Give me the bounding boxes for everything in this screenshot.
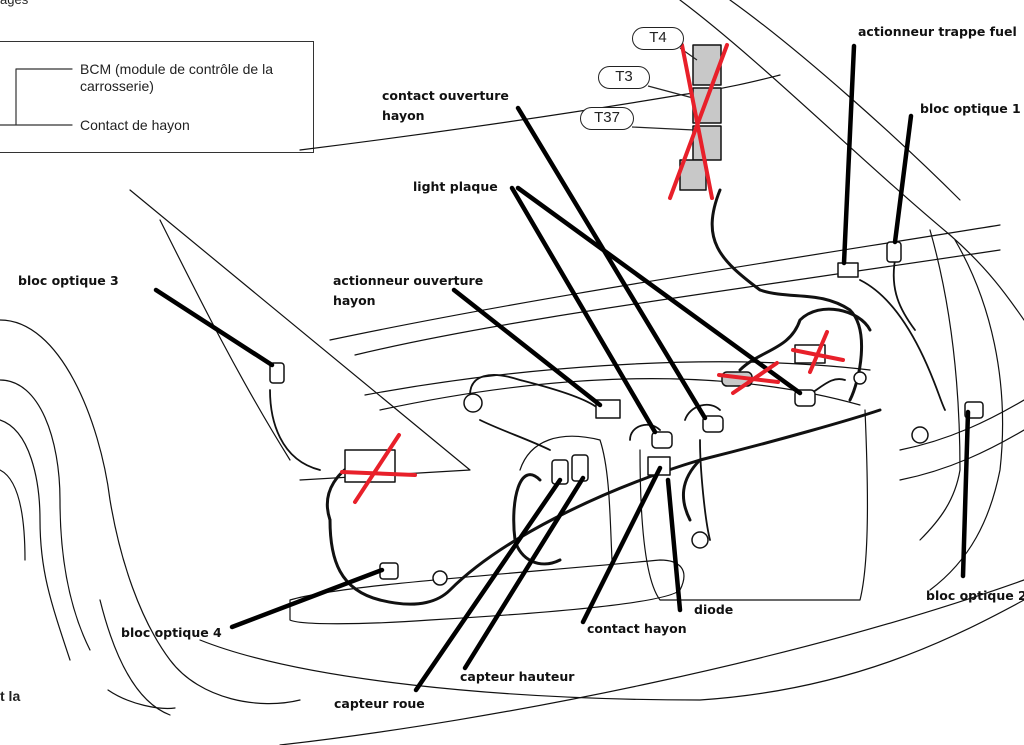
pointer-lines [153, 43, 971, 693]
legend-wiring [0, 68, 73, 126]
pointer-bloc-optique-1 [892, 113, 914, 245]
pointer-contact-hayon [580, 465, 663, 625]
cross-inline-connector [717, 361, 780, 395]
pointer-diode [665, 477, 683, 613]
cross-t-connectors [668, 43, 729, 200]
tag-leaders [631, 47, 698, 131]
pointer-actionneur-ouverture-hayon [451, 287, 603, 408]
label-bloc-optique-1: bloc optique 1 [920, 101, 1021, 116]
pointer-capteur-roue [413, 477, 563, 693]
label-actionneur-trappe-fuel: actionneur trappe fuel [858, 24, 1017, 39]
pointer-contact-ouverture-hayon [515, 105, 708, 421]
red-crosses [340, 43, 845, 504]
label-capteur-roue: capteur roue [334, 696, 425, 711]
header-fragment: ages [0, 0, 28, 7]
connector-tag-t3: T3 [598, 66, 650, 89]
label-contact-ouverture-hayon-line2: hayon [382, 108, 425, 123]
label-contact-hayon: contact hayon [587, 621, 687, 636]
pointer-bloc-optique-2 [960, 409, 971, 579]
label-actionneur-ouverture-hayon-line1: actionneur ouverture [333, 273, 484, 288]
pointer-bloc-optique-4 [229, 567, 385, 630]
label-bloc-optique-2: bloc optique 2 [926, 588, 1024, 603]
legend-contact-hayon: Contact de hayon [80, 117, 190, 133]
cross-right-connector [791, 330, 845, 374]
cut-off-text: t la [0, 688, 21, 704]
label-capteur-hauteur: capteur hauteur [460, 669, 575, 684]
label-diode: diode [694, 602, 734, 617]
pointer-actionneur-trappe-fuel [841, 43, 857, 266]
connector-tag-t4: T4 [632, 27, 684, 50]
label-contact-ouverture-hayon-line1: contact ouverture [382, 88, 509, 103]
cross-left-connector [340, 433, 417, 504]
thin-wiring [269, 259, 946, 541]
connector-tag-t37: T37 [580, 107, 634, 130]
label-bloc-optique-3: bloc optique 3 [18, 273, 119, 288]
pointer-capteur-hauteur [462, 475, 586, 671]
pointer-bloc-optique-3 [153, 287, 275, 368]
pointer-light-plaque-b [515, 185, 803, 396]
legend-box [0, 41, 314, 153]
label-actionneur-ouverture-hayon-line2: hayon [333, 293, 376, 308]
label-bloc-optique-4: bloc optique 4 [121, 625, 222, 640]
legend-bcm-line2: carrosserie) [80, 78, 154, 94]
wiring-harness [325, 188, 882, 606]
label-light-plaque: light plaque [413, 179, 498, 194]
pointer-light-plaque-a [509, 185, 658, 435]
legend-bcm-line1: BCM (module de contrôle de la [80, 61, 273, 77]
